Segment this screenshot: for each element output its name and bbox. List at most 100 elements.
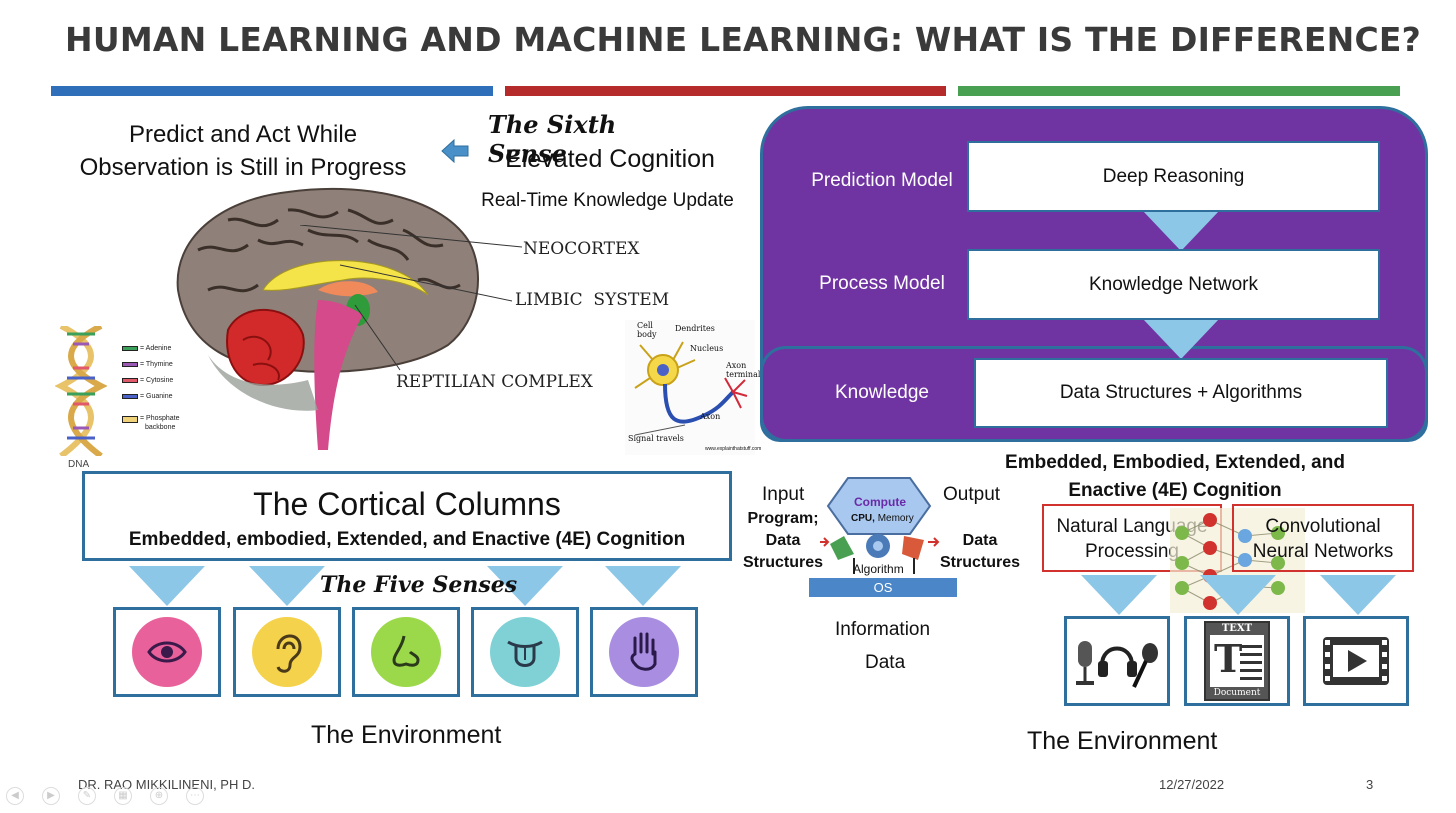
four-e-cognition-heading: Embedded, Embodied, Extended, and Enacti… — [1000, 449, 1350, 505]
compute-label: Compute — [854, 495, 906, 509]
knowledge-network-box: Knowledge Network — [967, 249, 1380, 320]
program-line-2: Data — [765, 532, 801, 549]
neuron-dendrites-label: Dendrites — [675, 324, 715, 333]
elevated-cognition: Elevated Cognition — [505, 145, 715, 173]
sense-funnel-1 — [129, 566, 205, 606]
dna-label: DNA — [68, 459, 90, 470]
next-slide-icon[interactable]: ▶ — [42, 787, 60, 805]
footer-date: 12/27/2022 — [1159, 777, 1225, 792]
legend-guanine: = Guanine — [140, 392, 173, 400]
process-model-label: Process Model — [819, 273, 945, 294]
neuron-axon-text: Axon — [700, 412, 721, 421]
neuron-credit: www.explainthatstuff.com — [705, 446, 762, 452]
cortical-columns-box: The Cortical Columns Embedded, embodied,… — [82, 471, 732, 561]
media-box-text: TEXT T Document — [1184, 616, 1290, 706]
cortical-columns-title: The Cortical Columns — [253, 486, 561, 522]
sixth-sense-heading: The Sixth Sense — [488, 110, 617, 168]
knowledge-label: Knowledge — [834, 382, 930, 403]
predict-line-1: Predict and Act While — [128, 121, 358, 148]
sense-box-smell — [352, 607, 460, 697]
information-label: Information — [835, 619, 931, 640]
sense-funnel-4 — [487, 566, 563, 606]
program-data-structures-label: Program; Data Structures — [738, 508, 828, 574]
algorithm-label: Algorithm — [853, 562, 904, 576]
footer-page-number: 3 — [1366, 777, 1374, 792]
limbic-system-label: LIMBIC SYSTEM — [515, 290, 670, 310]
program-line-3: Structures — [742, 554, 824, 571]
pen-icon[interactable]: ✎ — [78, 787, 96, 805]
video-film-icon — [1323, 637, 1389, 685]
sense-box-taste — [471, 607, 579, 697]
four-e-line-2: Enactive (4E) Cognition — [1068, 480, 1282, 501]
prediction-model-label: Prediction Model — [811, 170, 953, 191]
tongue-icon — [490, 617, 560, 687]
sense-funnel-2 — [249, 566, 325, 606]
memory-label: Memory — [877, 513, 914, 524]
data-label: Data — [865, 652, 906, 673]
computer-model-diagram — [820, 477, 940, 574]
cnn-box: Convolutional Neural Networks — [1232, 504, 1414, 572]
os-bar: OS — [809, 578, 957, 597]
legend-thymine: = Thymine — [140, 360, 173, 368]
neuron-signal-label: Signal travels — [628, 434, 684, 443]
slide-nav-controls: ◀ ▶ ✎ ▦ ⊕ ⋯ — [6, 787, 204, 805]
nlp-line-2: Processing — [1085, 541, 1179, 562]
zoom-icon[interactable]: ⊕ — [150, 787, 168, 805]
media-funnel-1 — [1081, 575, 1157, 615]
program-line-1: Program; — [747, 510, 819, 527]
brain-leader-lines — [300, 225, 523, 371]
deep-reasoning-box: Deep Reasoning — [967, 141, 1380, 212]
legend-cytosine: = Cytosine — [140, 376, 174, 384]
predict-line-2: Observation is Still in Progress — [79, 154, 407, 181]
media-box-audio — [1064, 616, 1170, 706]
previous-slide-icon[interactable]: ◀ — [6, 787, 24, 805]
neuron-nucleus-label: Nucleus — [690, 344, 724, 353]
sense-funnel-5 — [605, 566, 681, 606]
neuron-axon-label: Axon — [726, 361, 747, 370]
realtime-knowledge-update: Real-Time Knowledge Update — [481, 190, 734, 211]
neocortex-label: NEOCORTEX — [523, 239, 640, 259]
nose-icon — [371, 617, 441, 687]
more-options-icon[interactable]: ⋯ — [186, 787, 204, 805]
media-funnel-3 — [1320, 575, 1396, 615]
funnel-1 — [1143, 211, 1219, 251]
blue-divider-bar — [51, 86, 493, 96]
output-data-structures-label: Data Structures — [935, 530, 1025, 574]
knowledge-layer-panel — [760, 346, 1428, 442]
output-data-line-1: Data — [962, 532, 998, 549]
output-label: Output — [943, 484, 1001, 505]
neuron-illustration — [625, 320, 755, 455]
sense-box-sight — [113, 607, 221, 697]
hand-icon — [609, 617, 679, 687]
microphone-headset-icon — [1076, 641, 1158, 688]
slides-grid-icon[interactable]: ▦ — [114, 787, 132, 805]
four-e-line-1: Embedded, Embodied, Extended, and — [1005, 452, 1345, 473]
predict-text: Predict and Act While Observation is Sti… — [58, 118, 428, 184]
legend-backbone: backbone — [145, 424, 176, 431]
human-environment-label: The Environment — [311, 721, 502, 749]
cpu-label: CPU, — [851, 513, 875, 524]
sense-box-hearing — [233, 607, 341, 697]
neuron-cell-label: Cell — [637, 321, 653, 330]
neuron-terminals-label: terminals — [726, 370, 765, 379]
os-label: OS — [873, 580, 893, 595]
media-funnel-2 — [1200, 575, 1276, 615]
green-divider-bar — [958, 86, 1400, 96]
reptilian-complex-label: REPTILIAN COMPLEX — [396, 372, 593, 392]
nlp-line-1: Natural Language — [1056, 516, 1208, 537]
neuron-body-label: body — [637, 330, 657, 339]
ear-icon — [252, 617, 322, 687]
funnel-2 — [1143, 319, 1219, 359]
legend-phosphate: = Phosphate — [140, 415, 180, 422]
slide-title: HUMAN LEARNING AND MACHINE LEARNING: WHA… — [65, 20, 1421, 59]
eye-icon — [132, 617, 202, 687]
dna-legend: = Adenine = Thymine = Cytosine = Guanine… — [122, 340, 192, 436]
legend-adenine: = Adenine — [140, 344, 172, 352]
cpu-memory-label: CPU, Memory — [851, 513, 914, 524]
cnn-line-1: Convolutional — [1265, 516, 1381, 537]
dna-helix-icon — [55, 326, 107, 456]
red-divider-bar — [505, 86, 946, 96]
media-box-video — [1303, 616, 1409, 706]
input-label: Input — [762, 484, 805, 505]
